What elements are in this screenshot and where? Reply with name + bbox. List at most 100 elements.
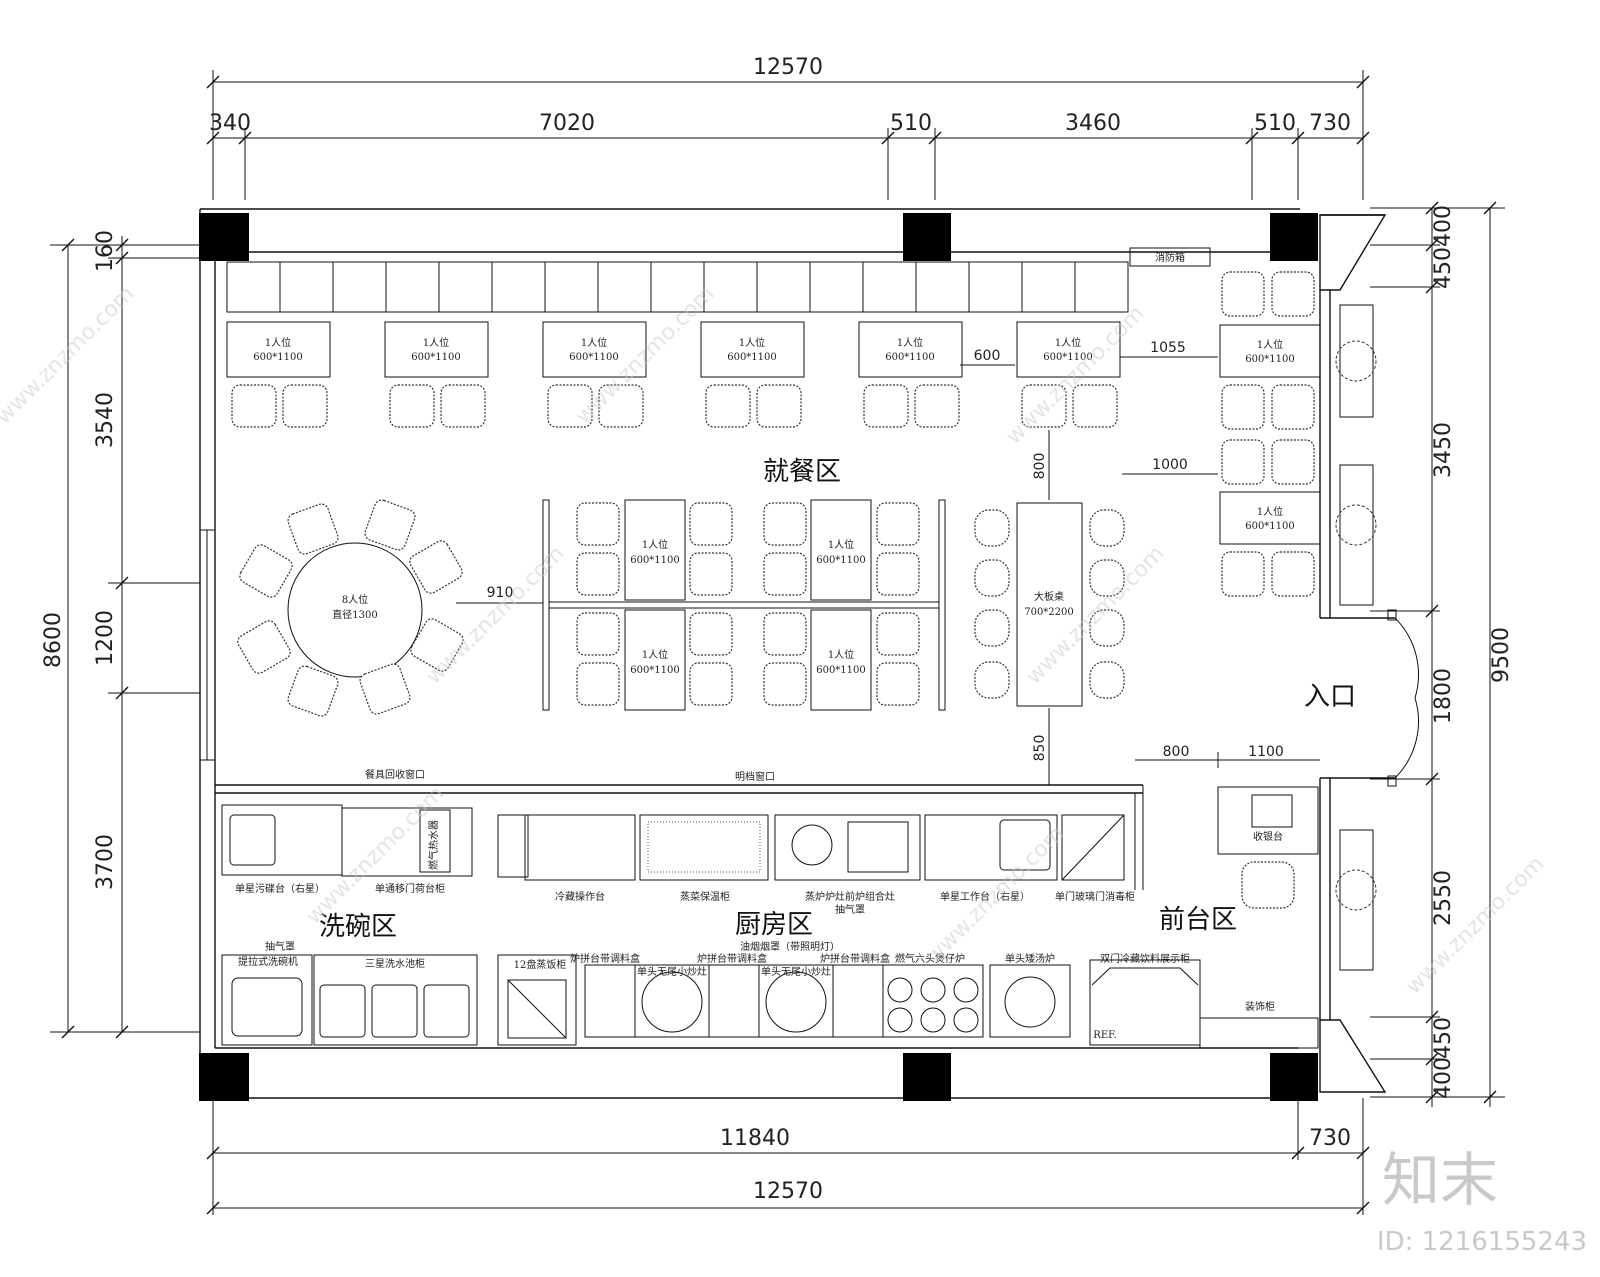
table-single: 1人位 600*1100: [700, 321, 805, 428]
svg-text:1人位: 1人位: [828, 648, 854, 661]
column: [1270, 213, 1318, 261]
table-single: 1人位 600*1100: [858, 321, 963, 428]
svg-text:850: 850: [1032, 735, 1048, 762]
svg-text:700*2200: 700*2200: [1024, 607, 1074, 618]
right-dimensions: 400 450 3450 1800 2550 450 400 9500: [1370, 201, 1514, 1107]
svg-text:600: 600: [974, 348, 1001, 364]
svg-text:600*1100: 600*1100: [1245, 354, 1295, 365]
svg-text:1人位: 1人位: [423, 336, 449, 349]
plant-icon: [1335, 340, 1377, 382]
column: [199, 1053, 249, 1101]
bottom-dimensions: 11840 730 12570: [206, 1098, 1370, 1215]
svg-text:1000: 1000: [1152, 457, 1188, 473]
dim-340: 340: [209, 111, 251, 136]
column: [903, 1053, 951, 1101]
svg-text:大板桌: 大板桌: [1034, 590, 1064, 603]
svg-text:www.znzmo.com: www.znzmo.com: [0, 281, 139, 429]
svg-text:800: 800: [1163, 744, 1190, 760]
dim-510a: 510: [890, 111, 932, 136]
dim-400a: 400: [1431, 205, 1456, 247]
top-dimensions: 12570 340 7020 510 3460 510 730: [206, 55, 1370, 200]
svg-text:12盘蒸饭柜: 12盘蒸饭柜: [514, 958, 567, 971]
zone-front: 前台区: [1159, 905, 1237, 935]
svg-text:REF.: REF.: [1093, 1030, 1116, 1041]
left-dimensions: 8600 160 3540 1200 3700: [41, 230, 200, 1039]
kitchen-upper-row: 单星污碟台（右星） 单通移门荷台柜 燃气热水器 冷藏操作台 蒸菜保温柜 蒸炉炉灶…: [221, 804, 1135, 916]
dim-bottom-total: 12570: [753, 1179, 823, 1204]
dim-3700: 3700: [93, 834, 118, 890]
svg-text:燃气六头煲仔炉: 燃气六头煲仔炉: [895, 952, 965, 965]
dim-2550: 2550: [1431, 870, 1456, 926]
zone-dishwash: 洗碗区: [319, 912, 397, 942]
svg-text:1人位: 1人位: [828, 538, 854, 551]
board-table: 大板桌 700*2200: [974, 502, 1125, 707]
svg-text:单门玻璃门消毒柜: 单门玻璃门消毒柜: [1055, 890, 1135, 903]
svg-text:1人位: 1人位: [642, 538, 668, 551]
svg-text:600*1100: 600*1100: [885, 352, 935, 363]
dim-160: 160: [93, 230, 118, 272]
fire-box-label: 消防箱: [1155, 251, 1185, 264]
svg-text:1100: 1100: [1248, 744, 1284, 760]
svg-text:1人位: 1人位: [581, 336, 607, 349]
column: [1270, 1053, 1318, 1101]
svg-text:单头矮汤炉: 单头矮汤炉: [1005, 952, 1055, 965]
plant-icon: [1335, 869, 1377, 911]
svg-text:600*1100: 600*1100: [411, 352, 461, 363]
svg-text:抽气罩: 抽气罩: [835, 903, 865, 916]
svg-text:蒸菜保温柜: 蒸菜保温柜: [680, 890, 730, 903]
svg-text:单头无尾小炒灶: 单头无尾小炒灶: [761, 965, 831, 978]
svg-text:600*1100: 600*1100: [1245, 521, 1295, 532]
svg-text:600*1100: 600*1100: [569, 352, 619, 363]
svg-text:www.znzmo.com: www.znzmo.com: [301, 781, 449, 929]
svg-text:1人位: 1人位: [897, 336, 923, 349]
top-row-tables: 1人位 600*1100 1人位 600*1100 1人位 600*1100 1…: [226, 321, 1121, 428]
svg-text:600*1100: 600*1100: [727, 352, 777, 363]
planters: [1335, 304, 1377, 971]
svg-text:1人位: 1人位: [739, 336, 765, 349]
table-single: 1人位 600*1100: [226, 321, 331, 428]
dim-3450: 3450: [1431, 422, 1456, 478]
svg-text:装饰柜: 装饰柜: [1245, 1000, 1275, 1013]
svg-text:1人位: 1人位: [265, 336, 291, 349]
table-single: 1人位 600*1100: [384, 321, 489, 428]
svg-text:600*1100: 600*1100: [253, 352, 303, 363]
svg-text:炉拼台带调料盒: 炉拼台带调料盒: [570, 952, 640, 965]
svg-text:910: 910: [487, 585, 514, 601]
svg-text:1人位: 1人位: [1257, 338, 1283, 351]
dim-730b: 730: [1309, 1126, 1351, 1151]
svg-text:1人位: 1人位: [1257, 505, 1283, 518]
svg-text:600*1100: 600*1100: [1043, 352, 1093, 363]
zone-dining: 就餐区: [763, 457, 841, 487]
dim-400b: 400: [1431, 1057, 1456, 1099]
svg-text:油烟烟罩（带照明灯）: 油烟烟罩（带照明灯）: [740, 940, 840, 953]
dim-7020: 7020: [539, 111, 595, 136]
dim-9500: 9500: [1489, 627, 1514, 683]
svg-text:www.znzmo.com: www.znzmo.com: [1001, 301, 1149, 449]
column: [199, 213, 249, 261]
svg-text:炉拼台带调料盒: 炉拼台带调料盒: [697, 952, 767, 965]
inner-dimensions: 600 1055 800 1000 910 850 800 1100: [456, 340, 1320, 785]
dim-top-total: 12570: [753, 55, 823, 80]
kitchen-lower-row: 抽气罩 提拉式洗碗机 三星洗水池柜 12盘蒸饭柜 炉拼台带调料盒 单头无尾小炒灶…: [221, 940, 1319, 1049]
svg-text:单头无尾小炒灶: 单头无尾小炒灶: [637, 965, 707, 978]
svg-text:600*1100: 600*1100: [630, 665, 680, 676]
svg-text:单星污碟台（右星）: 单星污碟台（右星）: [235, 882, 325, 895]
svg-text:提拉式洗碗机: 提拉式洗碗机: [238, 955, 298, 968]
svg-text:炉拼台带调料盒: 炉拼台带调料盒: [820, 952, 890, 965]
plant-icon: [1335, 504, 1377, 546]
svg-text:1人位: 1人位: [642, 648, 668, 661]
dim-450a: 450: [1431, 247, 1456, 289]
right-side-tables: 1人位 600*1100 1人位 600*1100: [1219, 271, 1321, 597]
dim-3460: 3460: [1065, 111, 1121, 136]
dim-510b: 510: [1254, 111, 1296, 136]
dim-450b: 450: [1431, 1017, 1456, 1059]
svg-text:1055: 1055: [1150, 340, 1186, 356]
cashier: 收银台: [1217, 786, 1319, 909]
dim-1200: 1200: [93, 610, 118, 666]
svg-text:燃气热水器: 燃气热水器: [427, 820, 440, 870]
svg-text:三星洗水池柜: 三星洗水池柜: [365, 957, 425, 970]
svg-text:蒸炉炉灶前炉组合灶: 蒸炉炉灶前炉组合灶: [805, 890, 895, 903]
logo-watermark: 知末: [1382, 1146, 1498, 1214]
svg-text:冷藏操作台: 冷藏操作台: [555, 890, 605, 903]
